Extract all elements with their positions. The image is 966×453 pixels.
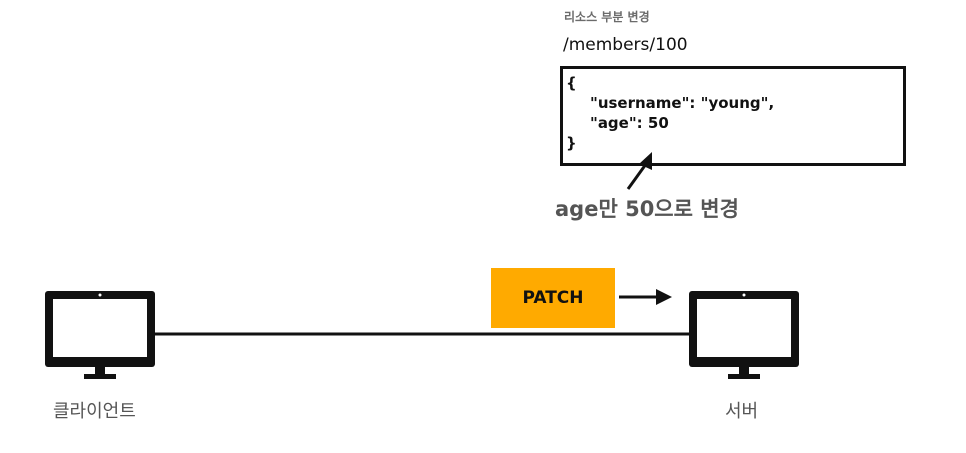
client-monitor-icon: [45, 291, 155, 379]
patch-method-label: PATCH: [522, 288, 584, 308]
json-age-value: 50: [647, 114, 669, 132]
resource-path: /members/100: [563, 35, 688, 55]
patch-method-box: PATCH: [491, 268, 615, 328]
json-age-key: "age":: [590, 114, 648, 132]
json-line-username: "username": "young",: [590, 94, 775, 112]
json-body-box: { "username": "young", "age": 50 }: [560, 66, 906, 166]
json-line-age: "age": 50: [566, 113, 903, 133]
change-note: age만 50으로 변경: [555, 197, 739, 221]
resource-caption: 리소스 부분 변경: [564, 10, 650, 24]
server-monitor-icon: [689, 291, 799, 379]
client-label: 클라이언트: [53, 401, 136, 422]
server-label: 서버: [725, 401, 759, 422]
json-open-brace: {: [566, 74, 577, 92]
request-arrow: [619, 289, 672, 305]
json-close-brace: }: [566, 134, 577, 152]
